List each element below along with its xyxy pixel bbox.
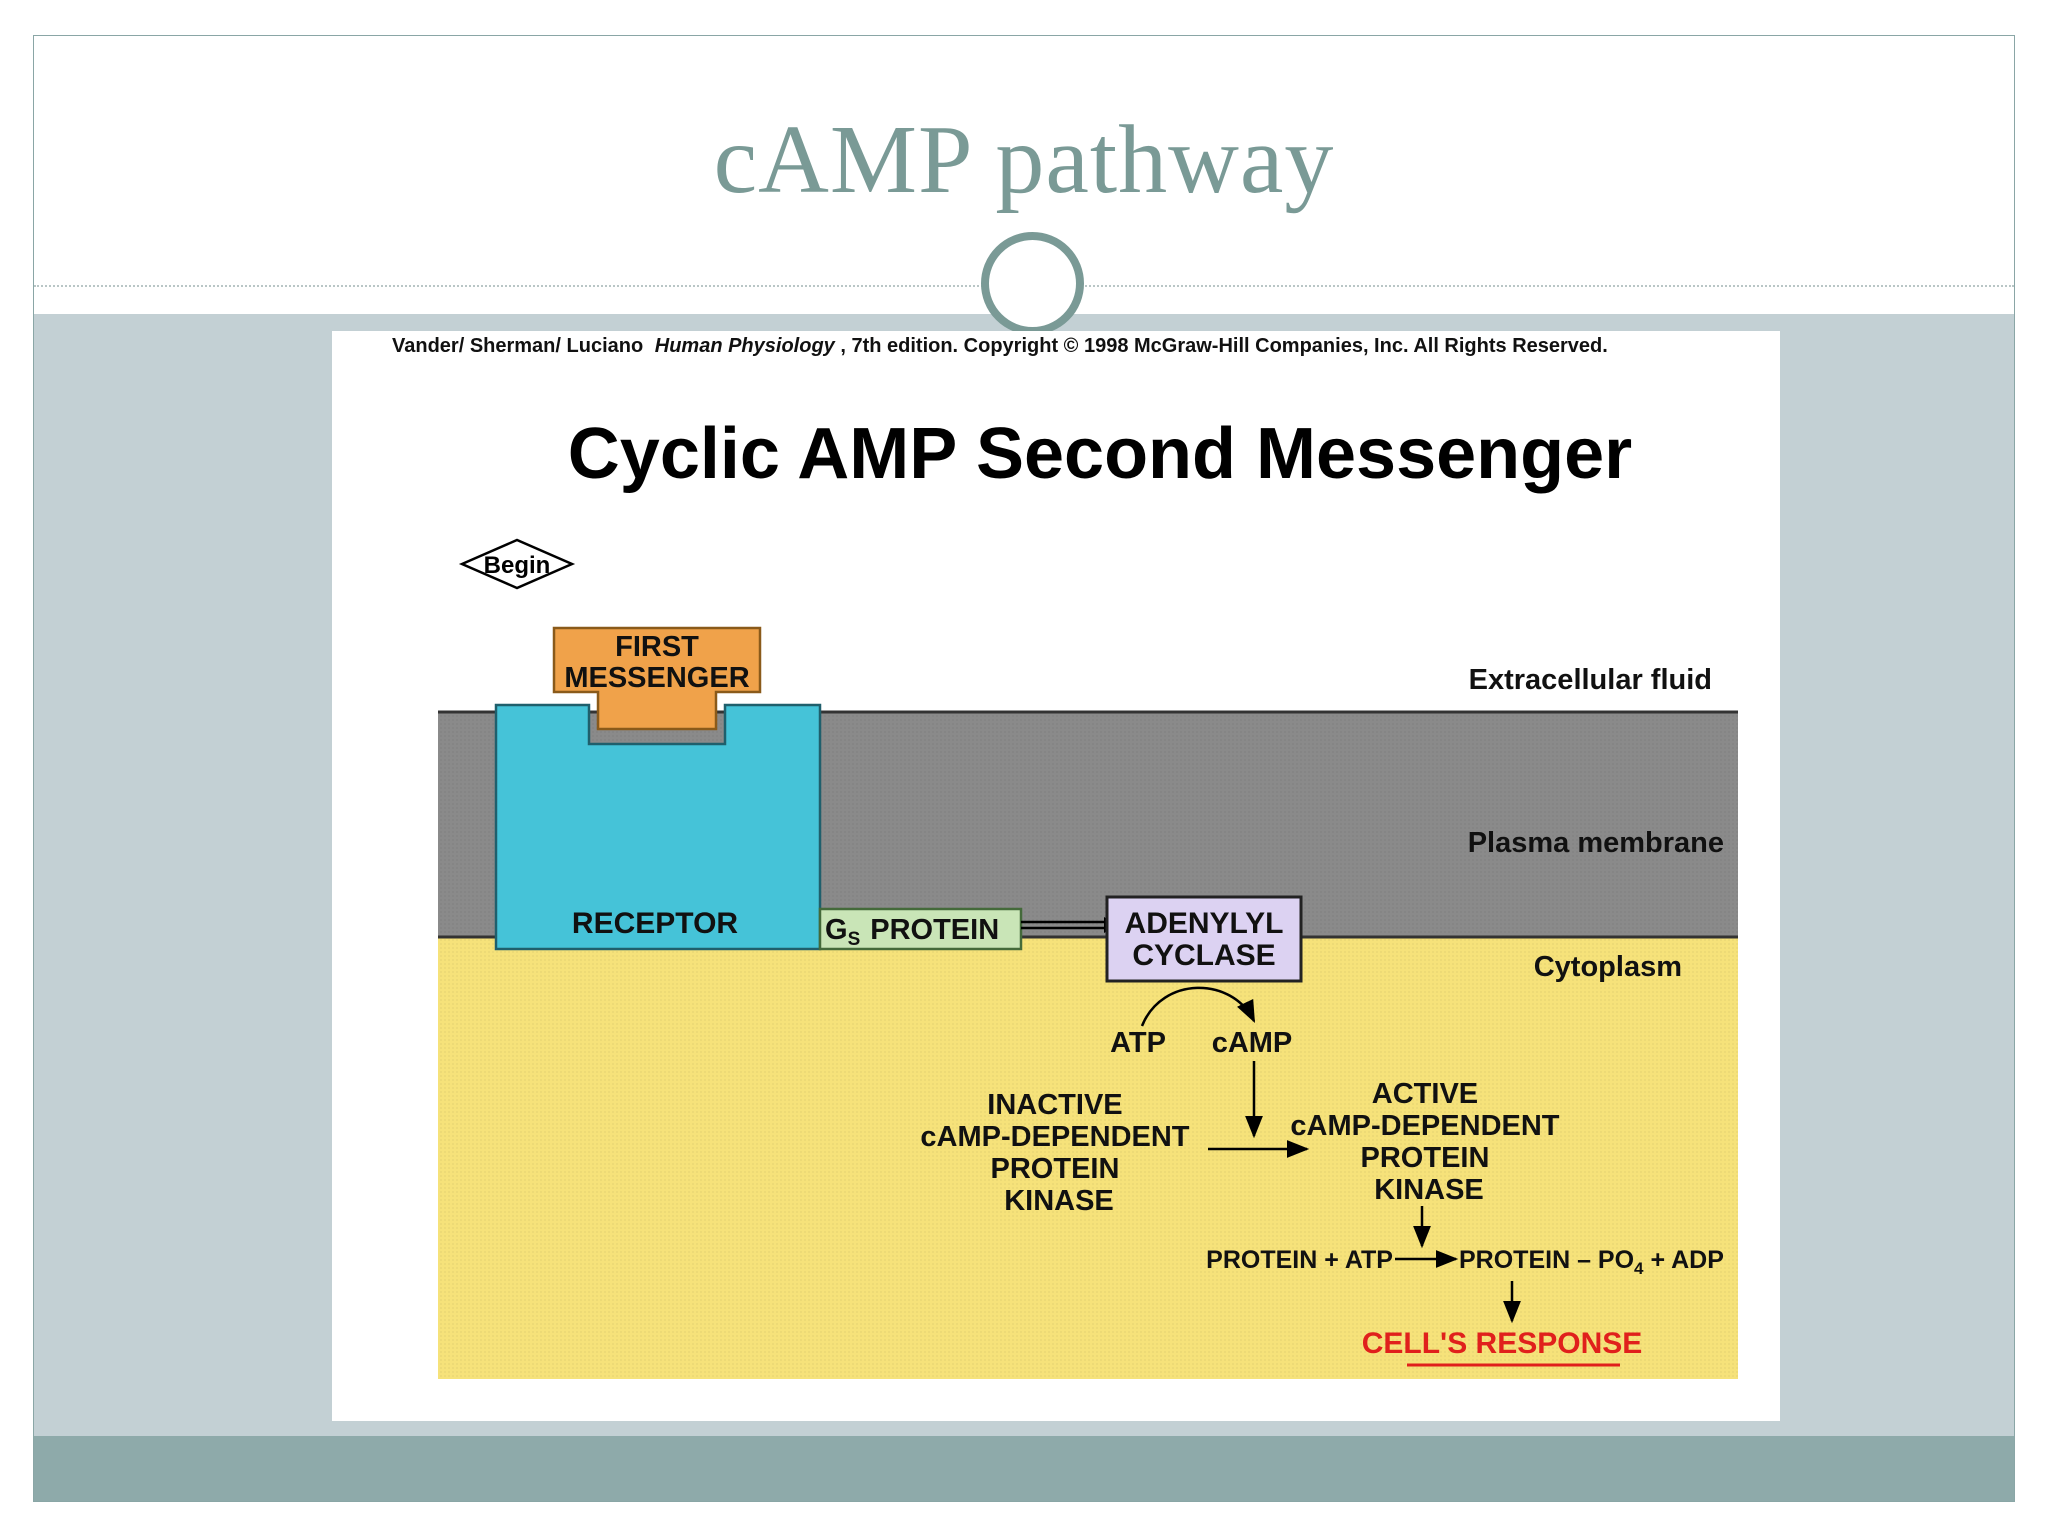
- footer-band: [34, 1436, 2014, 1501]
- gs-protein-word: PROTEIN: [870, 914, 999, 946]
- slide-frame: cAMP pathway Vander/ Sherman/ Luciano Hu…: [33, 35, 2015, 1502]
- adenylyl-cyclase-shape: [1105, 895, 1303, 983]
- reaction-subscript: 4: [1634, 1259, 1644, 1278]
- reaction-right: PROTEIN – PO4 + ADP: [1459, 1246, 1724, 1278]
- atp-to-camp-arrow: [1140, 986, 1256, 1027]
- slide-title: cAMP pathway: [713, 106, 1335, 214]
- cytoplasm-label: Cytoplasm: [1534, 951, 1682, 983]
- figure-title: Cyclic AMP Second Messenger: [568, 414, 1632, 494]
- receptor-label: RECEPTOR: [572, 907, 738, 940]
- cyclase-label: CYCLASE: [1132, 939, 1275, 972]
- reaction-left: PROTEIN + ATP: [1206, 1246, 1393, 1274]
- reaction-right-a: PROTEIN – PO: [1459, 1246, 1634, 1274]
- begin-label: Begin: [484, 552, 551, 579]
- gs-subscript: S: [848, 929, 861, 950]
- inactive-kinase-label: INACTIVE cAMP-DEPENDENT PROTEIN KINASE: [920, 1089, 1197, 1217]
- credit-rest: , 7th edition. Copyright © 1998 McGraw-H…: [840, 335, 1607, 357]
- first-messenger-line1: FIRST: [615, 631, 699, 663]
- credit-book: Human Physiology: [655, 335, 836, 357]
- first-messenger-shape: [552, 626, 762, 731]
- credit-authors: Vander/ Sherman/ Luciano: [392, 335, 643, 357]
- camp-pathway-figure: Vander/ Sherman/ Luciano Human Physiolog…: [332, 331, 1780, 1421]
- reaction-right-b: + ADP: [1644, 1246, 1724, 1274]
- extracellular-label: Extracellular fluid: [1469, 664, 1712, 696]
- plasma-membrane-label: Plasma membrane: [1468, 827, 1724, 859]
- adenylyl-label: ADENYLYL: [1125, 907, 1284, 940]
- camp-label: cAMP: [1212, 1027, 1293, 1059]
- gs-g: G: [825, 914, 848, 946]
- cytoplasm-texture: [438, 937, 1738, 1379]
- atp-label: ATP: [1110, 1027, 1166, 1059]
- cell-response-label: CELL'S RESPONSE: [1362, 1327, 1643, 1360]
- begin-badge-shape: [458, 538, 576, 590]
- gs-protein-label: GS PROTEIN: [825, 914, 999, 950]
- figure-credit: Vander/ Sherman/ Luciano Human Physiolog…: [392, 335, 1608, 357]
- active-kinase-label: ACTIVE cAMP-DEPENDENT PROTEIN KINASE: [1290, 1078, 1567, 1206]
- title-circle-ornament: [981, 232, 1084, 335]
- first-messenger-line2: MESSENGER: [564, 662, 749, 694]
- receptor-shape: [494, 703, 822, 951]
